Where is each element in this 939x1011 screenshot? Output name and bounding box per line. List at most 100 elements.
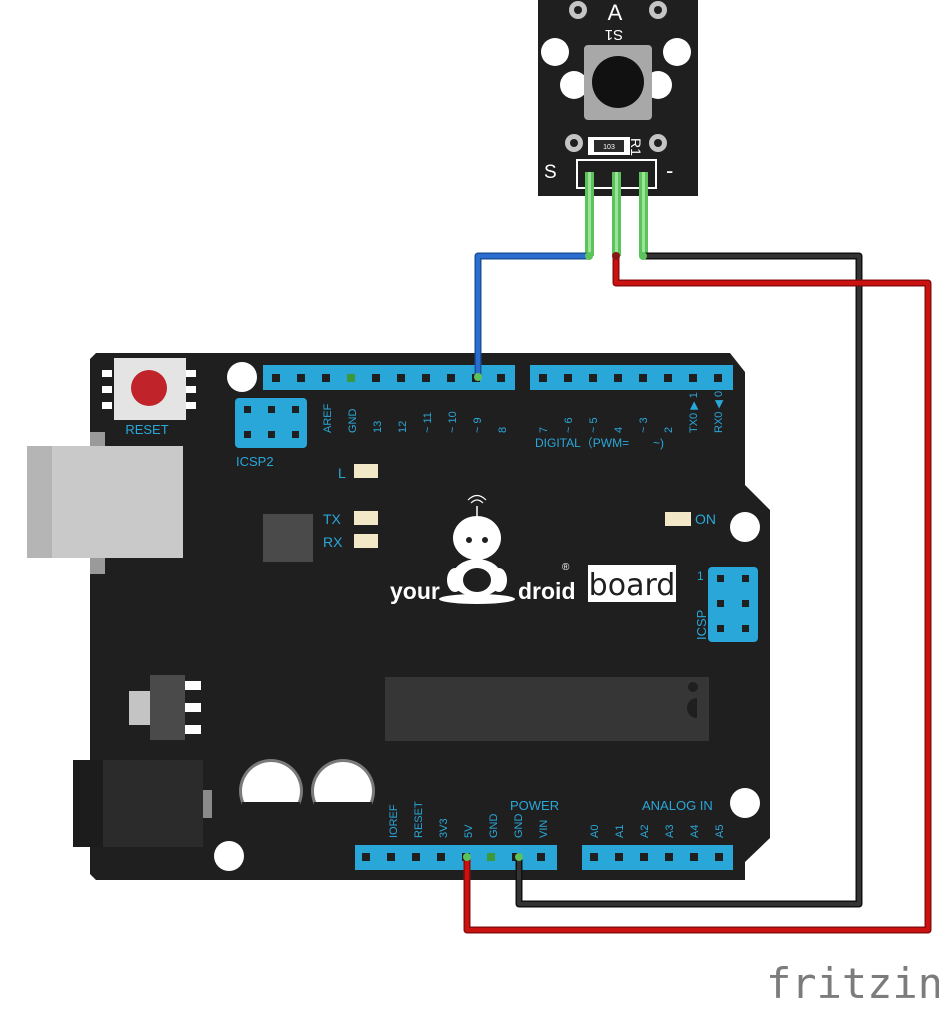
header-pin [272,374,280,382]
header-pin [347,374,355,382]
registered-mark: ® [562,562,570,573]
led-tx [354,511,378,525]
pin-label: ~ 10 [447,411,459,433]
pin-label: A3 [664,825,676,838]
brand-board: board [589,568,676,603]
pin-label: A2 [639,825,651,838]
pin-label: 4 [613,427,625,433]
wire-ground[interactable] [515,252,863,908]
header-pin [412,853,420,861]
wire-signal[interactable] [474,252,593,381]
pin-label: 3V3 [438,818,450,838]
pin-label: 7 [538,427,550,433]
digital-pwm-label: DIGITAL（PWM= [535,436,629,450]
usb-chip [263,514,313,562]
header-pin [614,374,622,382]
pin-label: A0 [589,825,601,838]
reset-label: RESET [125,422,168,437]
pin-s-label: S [544,162,557,183]
mounting-hole [227,362,257,392]
power-jack [73,760,212,847]
pin-label: RESET [413,801,425,838]
resistor-code: 103 [603,144,615,151]
usb-connector [27,432,183,574]
brand-droid: droid [518,578,576,604]
pin-label: A5 [714,825,726,838]
pin-label: GND [488,814,500,839]
header-pin [615,853,623,861]
header-pin [640,853,648,861]
header-pin [714,374,722,382]
power-label: POWER [510,798,559,813]
capacitor [311,759,375,831]
header-pin [639,374,647,382]
pin-label: AREF [322,403,334,433]
header-pin [297,374,305,382]
icsp-pin1-label: 1 [697,569,704,583]
pin-minus-label: - [666,158,673,183]
led-rx [354,534,378,548]
digital-header-left [263,365,515,390]
digital-tilde-label: ~) [653,436,664,450]
pin-label: 13 [372,421,384,433]
pin-label: GND [347,409,359,434]
header-pin [665,853,673,861]
pin-label: 8 [497,427,509,433]
brand-your: your [390,578,440,604]
led-rx-label: RX [323,534,343,550]
header-pin [422,374,430,382]
pin-label: 5V [463,824,475,838]
pin-label: RX0 ◀ 0 [713,391,725,433]
wire-endpoints [463,252,647,861]
pin-label: 12 [397,421,409,433]
header-pin [564,374,572,382]
header-pin [590,853,598,861]
capacitor [239,759,303,831]
pin-label: ~ 5 [588,417,600,433]
led-l [354,464,378,478]
wire-power[interactable] [463,252,932,934]
icsp-header [708,567,758,642]
icsp2-label: ICSP2 [236,454,274,469]
header-pin [437,853,445,861]
pin-label: GND [513,814,525,839]
header-pin [447,374,455,382]
button-label: A [608,0,623,25]
pin-label: A4 [689,825,701,838]
pin-label: A1 [614,825,626,838]
led-tx-label: TX [323,511,342,527]
fritzing-watermark: fritzing [766,959,939,1008]
push-button-cap[interactable] [592,56,644,108]
arduino-board: RESET ICSP2 L TX RX ON [27,353,770,880]
analog-in-label: ANALOG IN [642,798,713,813]
pin-label: ~ 6 [563,417,575,433]
mounting-hole [730,512,760,542]
icsp2-header [235,398,307,448]
mounting-hole [214,841,244,871]
header-pin [362,853,370,861]
led-on-label: ON [695,511,716,527]
pin-label: ~ 9 [472,417,484,433]
voltage-regulator [129,675,201,740]
pin-label: TX0 ▶ 1 [688,392,700,433]
header-pin [539,374,547,382]
led-l-label: L [338,465,346,481]
reset-button[interactable] [102,358,196,420]
brand-board-box [588,565,676,602]
header-pin [397,374,405,382]
pin-label: VIN [538,820,550,838]
resistor-ref: R1 [628,138,644,156]
header-pin [487,853,495,861]
header-pin [497,374,505,382]
digital-header-right [530,365,733,390]
header-pin [322,374,330,382]
pin-label: ~ 11 [422,412,434,433]
analog-header [582,845,733,870]
header-pin [690,853,698,861]
mounting-hole [730,788,760,818]
module-legs [585,172,648,256]
microcontroller-chip [385,677,709,741]
header-pin [664,374,672,382]
icsp-label: ICSP [694,610,709,640]
